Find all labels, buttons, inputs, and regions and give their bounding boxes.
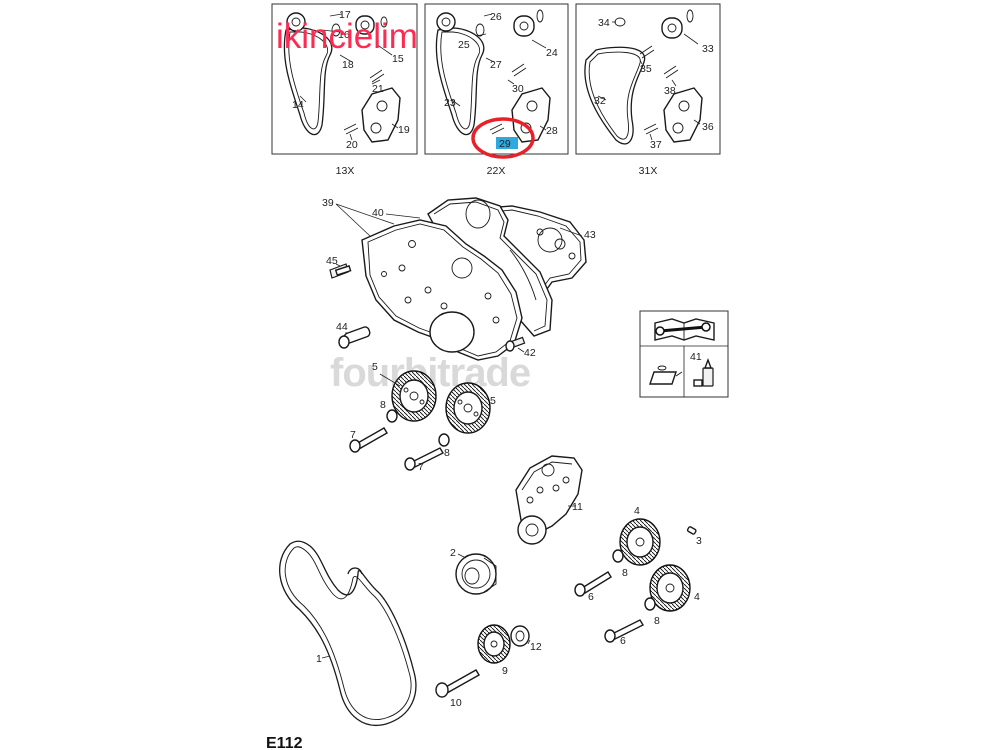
callout-40: 40 (372, 207, 384, 219)
callout-24: 24 (546, 47, 558, 59)
callout-10: 10 (450, 697, 462, 709)
panel-caption-22x: 22X (487, 165, 506, 177)
callout-23: 23 (444, 97, 456, 109)
callout-25: 25 (458, 39, 470, 51)
belt-illustration (584, 46, 646, 145)
panel-caption-13x: 13X (336, 165, 355, 177)
timing-belt: 1 (279, 540, 417, 726)
idler-pulley: 2 (450, 547, 497, 595)
callout-12: 12 (530, 641, 542, 653)
callout-30: 30 (512, 83, 524, 95)
callout-1: 1 (316, 653, 322, 665)
callout-5: 5 (372, 361, 378, 373)
sealant-tube-icon (693, 358, 714, 387)
callout-34: 34 (598, 17, 610, 29)
callout-4: 4 (694, 591, 700, 603)
belt-tensioner: 11 (515, 455, 583, 545)
callout-8: 8 (622, 567, 628, 579)
callout-20: 20 (346, 139, 358, 151)
camshaft-gears: 5 5 8 8 7 7 (349, 361, 496, 473)
callout-8: 8 (380, 399, 386, 411)
callout-11: 11 (572, 501, 583, 513)
callout-39: 39 (322, 197, 334, 209)
oil-can-icon (649, 365, 683, 385)
crankshaft-gear: 12 9 10 (435, 624, 542, 709)
callout-14: 14 (292, 99, 304, 111)
callout-27: 27 (490, 59, 502, 71)
overlay-text: ikincielim (276, 17, 418, 56)
callout-35: 35 (640, 63, 652, 75)
callout-28: 28 (546, 125, 558, 137)
service-symbol-box: 41 (639, 310, 729, 398)
callout-18: 18 (342, 59, 354, 71)
panel-31x: 34 33 35 38 32 36 37 31X (575, 3, 721, 177)
idler-illustration (661, 17, 683, 39)
callout-37: 37 (650, 139, 662, 151)
callout-41: 41 (690, 351, 702, 363)
callout-8: 8 (444, 447, 450, 459)
camshaft-gears-lower: 4 4 3 8 8 6 6 (574, 505, 702, 647)
callout-7: 7 (418, 461, 424, 473)
callout-7: 7 (350, 429, 356, 441)
timing-cover-assembly: 39 40 43 45 44 42 (322, 197, 596, 361)
callout-33: 33 (702, 43, 714, 55)
pulley-illustration (286, 12, 306, 32)
callout-4: 4 (634, 505, 640, 517)
callout-19: 19 (398, 124, 410, 136)
callout-32: 32 (594, 95, 606, 107)
idler-illustration (513, 15, 535, 37)
callout-26: 26 (490, 11, 502, 23)
belt-illustration (283, 27, 333, 136)
callout-8: 8 (654, 615, 660, 627)
callout-5: 5 (490, 395, 496, 407)
tensioner-illustration (663, 87, 703, 143)
callout-3: 3 (696, 535, 702, 547)
panel-22x: 26 25 27 24 30 23 28 29 22X (424, 3, 569, 177)
manual-wrench-icon (654, 318, 715, 341)
pulley-illustration (436, 12, 456, 32)
callout-9: 9 (502, 665, 508, 677)
callout-42: 42 (524, 347, 536, 359)
callout-6: 6 (588, 591, 594, 603)
callout-29: 29 (499, 138, 511, 150)
callout-44: 44 (336, 321, 348, 333)
highlight-ring (471, 117, 535, 159)
callout-15: 15 (392, 53, 404, 65)
tensioner-illustration (511, 87, 551, 143)
callout-21: 21 (372, 83, 384, 95)
callout-2: 2 (450, 547, 456, 559)
idler-illustration (355, 15, 375, 35)
callout-36: 36 (702, 121, 714, 133)
callout-6: 6 (620, 635, 626, 647)
belt-illustration (435, 27, 485, 136)
callout-43: 43 (584, 229, 596, 241)
callout-38: 38 (664, 85, 676, 97)
highlight-tag (496, 137, 518, 149)
panel-13x: 17 16 18 15 14 21 19 20 13X (271, 3, 418, 177)
callout-45: 45 (326, 255, 338, 267)
diagram-code: E112 (266, 735, 303, 750)
callout-16: 16 (338, 29, 350, 41)
panel-caption-31x: 31X (639, 165, 658, 177)
callout-17: 17 (339, 9, 351, 21)
tensioner-illustration (361, 87, 401, 143)
